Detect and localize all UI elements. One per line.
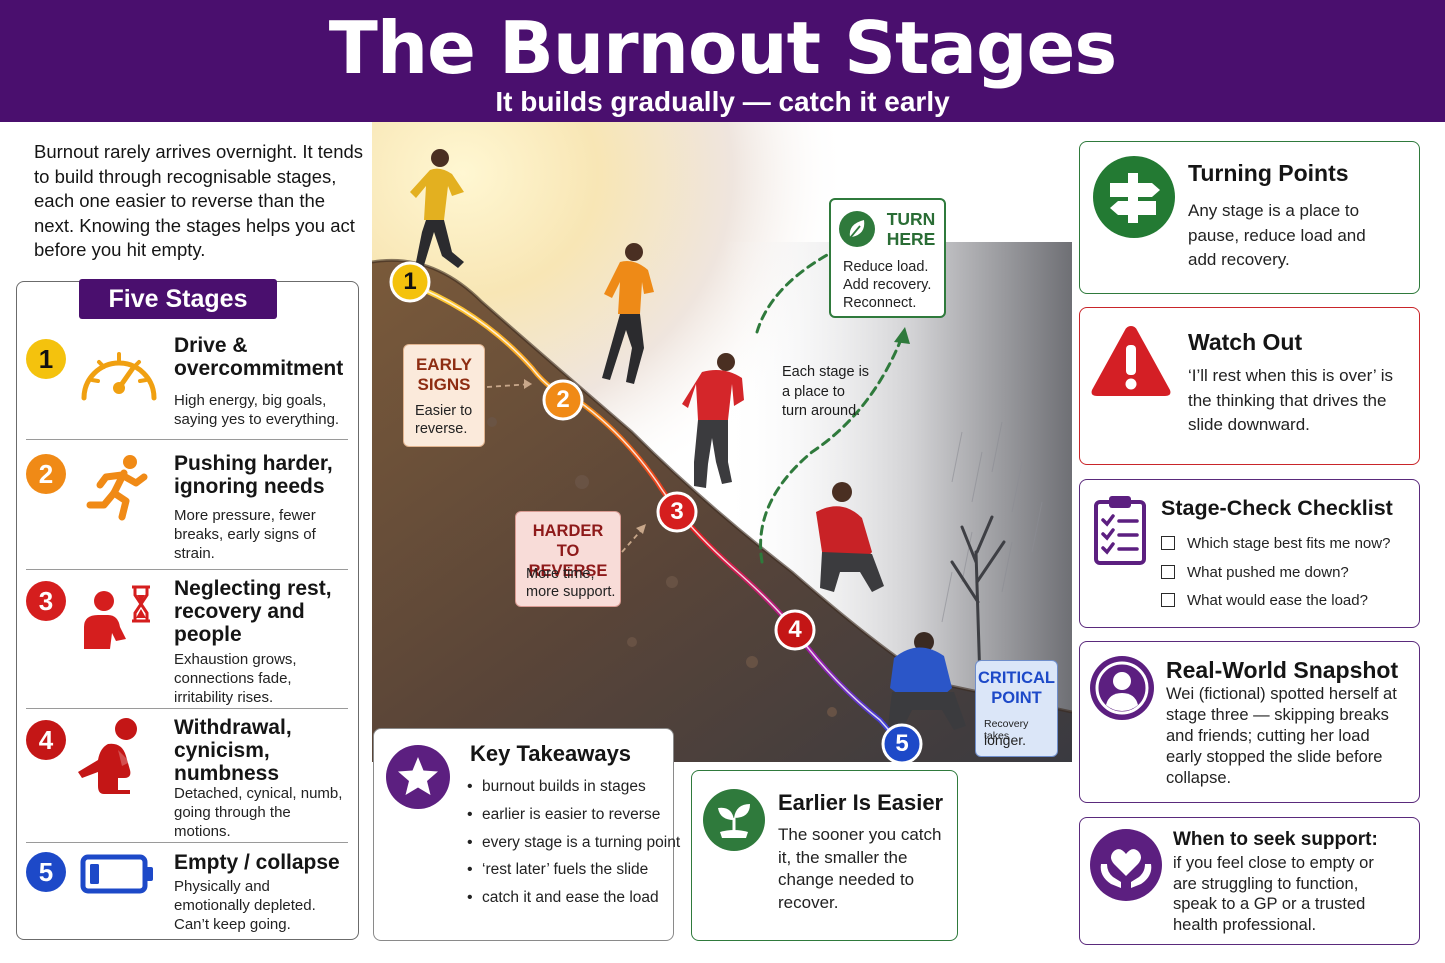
stage-title: Withdrawal, cynicism, numbness [174,716,292,785]
running-person-icon [86,455,148,521]
checklist-item-label: What pushed me down? [1187,564,1349,581]
figure-stage-2 [602,243,654,384]
path-marker-5 [881,723,923,765]
warning-icon [1091,326,1171,396]
key-takeaways-list: burnout builds in stages earlier is easi… [467,773,680,912]
list-item: ‘rest later’ fuels the slide [467,856,680,884]
stage-description: Exhaustion grows, connections fade, irri… [174,651,297,706]
early-signs-text: Easier to reverse. [415,403,473,437]
stage-description: More pressure, fewer breaks, early signs… [174,507,316,562]
support-text: if you feel close to empty or are strugg… [1173,854,1374,934]
path-marker-1 [389,261,431,303]
stage-badge: 1 [26,339,66,379]
stage-badge: 5 [26,852,66,892]
turn-around-caption: Each stage is a place to turn around. [782,364,870,419]
person-icon [1090,656,1154,720]
critical-point-text: longer. [984,732,1027,748]
list-item: every stage is a turning point [467,829,680,857]
watch-out-text: ‘I’ll rest when this is over’ is the thi… [1188,366,1394,434]
figure-stage-1 [410,149,464,272]
harder-to-reverse-text: More time, more support. [526,566,616,600]
path-marker-3 [656,491,698,533]
checklist-item-label: Which stage best fits me now? [1187,535,1391,552]
stage-title: Drive & overcommitment [174,334,344,380]
checkbox[interactable] [1161,536,1175,550]
watch-out-title: Watch Out [1188,329,1303,355]
early-signs-note: EARLY SIGNS Easier to reverse. [403,344,485,447]
snapshot-text: Wei (fictional) spotted herself at stage… [1166,685,1397,787]
checklist-title: Stage-Check Checklist [1161,496,1393,520]
clipboard-checklist-icon [1094,496,1146,565]
stage-description: High energy, big goals, saying yes to ev… [174,392,340,428]
stage-badge: 3 [26,581,66,621]
key-takeaways-title: Key Takeaways [470,741,632,766]
hourglass-person-icon [84,585,150,649]
figure-stage-4 [816,482,884,592]
stage-divider [26,708,348,709]
five-stages-panel [16,281,359,940]
path-marker-2-label: 2 [556,386,570,413]
critical-point-note: CRITICAL POINT Recovery takes longer. [975,660,1058,757]
stage-description: Physically and emotionally depleted. Can… [174,878,316,933]
sitting-person-icon [78,718,137,794]
checkbox[interactable] [1161,565,1175,579]
checklist-item[interactable]: What would ease the load? [1161,592,1368,609]
intro-text: Burnout rarely arrives overnight. It ten… [34,141,364,260]
snapshot-title: Real-World Snapshot [1166,657,1399,683]
figure-stage-3 [682,353,744,488]
stage-divider [26,569,348,570]
sprout-icon [703,789,765,851]
earlier-is-easier-text: The sooner you catch it, the smaller the… [778,825,942,912]
path-marker-1-label: 1 [403,268,417,295]
turning-points-title: Turning Points [1188,160,1349,186]
stage-divider [26,439,348,440]
stage-description: Detached, cynical, numb, going through t… [174,785,343,840]
gauge-icon [81,352,157,401]
stage-title: Empty / collapse [174,851,340,874]
figure-stage-5 [888,632,966,730]
signpost-icon [1093,156,1175,238]
checklist-item[interactable]: What pushed me down? [1161,564,1349,581]
path-marker-4-label: 4 [788,616,802,643]
heart-hands-icon [1090,829,1162,901]
critical-point-title: CRITICAL POINT [978,669,1055,707]
page-subtitle: It builds gradually — catch it early [495,86,950,117]
list-item: burnout builds in stages [467,773,680,801]
critical-point-text-small: Recovery takes [984,718,1029,742]
stage-badge: 2 [26,454,66,494]
checkbox[interactable] [1161,593,1175,607]
turn-here-text: Reduce load. Add recovery. Reconnect. [843,259,932,311]
turn-here-note: TURN HERE Reduce load. Add recovery. Rec… [829,198,946,318]
empty-battery-icon [80,854,153,894]
checklist-item-label: What would ease the load? [1187,592,1368,609]
path-marker-3-label: 3 [670,498,684,525]
earlier-is-easier-title: Earlier Is Easier [778,790,944,815]
turn-here-title: TURN HERE [886,209,936,249]
stage-divider [26,842,348,843]
list-item: catch it and ease the load [467,884,680,912]
support-title: When to seek support: [1173,829,1378,850]
turning-points-text: Any stage is a place to pause, reduce lo… [1188,201,1366,269]
leaf-icon [839,211,875,247]
page-title: The Burnout Stages [328,6,1117,90]
stage-title: Neglecting rest, recovery and people [174,577,332,646]
path-marker-4 [774,609,816,651]
path-marker-2 [542,379,584,421]
harder-to-reverse-note: HARDER TO REVERSE More time, more suppor… [515,511,621,607]
star-icon [386,745,450,809]
checklist-item[interactable]: Which stage best fits me now? [1161,535,1390,552]
list-item: earlier is easier to reverse [467,801,680,829]
burnout-slope-illustration [372,122,1072,762]
early-signs-title: EARLY SIGNS [415,355,473,394]
stage-badge: 4 [26,720,66,760]
path-marker-5-label: 5 [895,730,909,757]
five-stages-heading: Five Stages [79,279,277,319]
stage-title: Pushing harder, ignoring needs [174,452,333,498]
harder-to-reverse-title: HARDER TO REVERSE [528,522,608,580]
header-banner [0,0,1445,122]
